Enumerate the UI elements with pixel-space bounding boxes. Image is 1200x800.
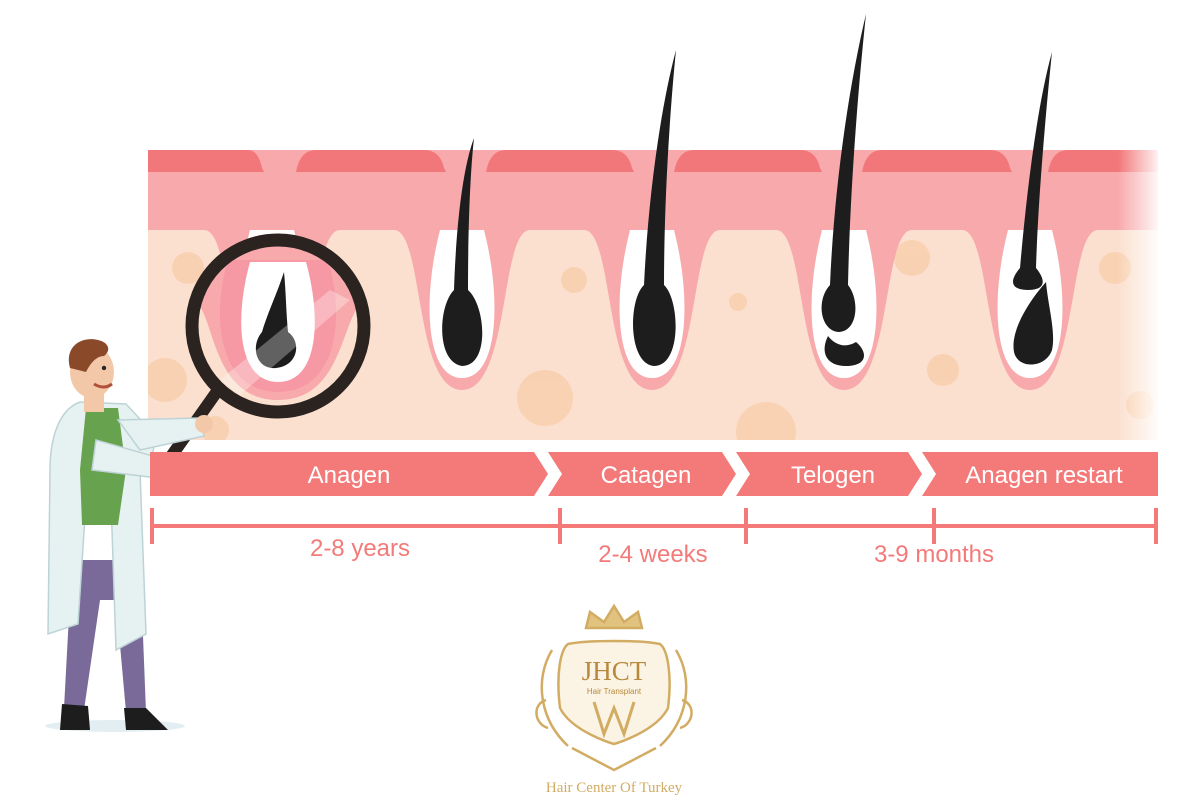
brand-logo: JHCT Hair Transplant Hair Center Of Turk… (535, 603, 693, 796)
brand-subtitle: Hair Transplant (587, 687, 642, 696)
brand-letters: JHCT (582, 656, 647, 686)
dermis-spots (148, 240, 1154, 440)
phase-band: Anagen Catagen Telogen Anagen restart (150, 452, 1158, 496)
hair-anagen-restart-new (1013, 282, 1054, 365)
hair-catagen (442, 138, 483, 366)
duration-label-3: 3-9 months (874, 541, 994, 568)
magnifying-glass-icon (159, 233, 371, 471)
hair-anagen-restart (1013, 52, 1052, 290)
hair-strands (442, 14, 1054, 366)
doctor-figure (45, 339, 213, 732)
phase-arrow-1 (150, 452, 548, 496)
hair-telogen-long (821, 14, 866, 332)
phase-label-2: Catagen (601, 462, 692, 489)
duration-scale: 2-8 years 2-4 weeks 3-9 months (150, 508, 1158, 568)
phase-arrow-4 (922, 452, 1158, 496)
crest-emblem (535, 603, 693, 772)
duration-label-2: 2-4 weeks (598, 541, 707, 568)
phase-arrow-3 (736, 452, 922, 496)
hair-telogen (633, 50, 676, 366)
phase-label-1: Anagen (308, 462, 391, 489)
duration-label-1: 2-8 years (310, 535, 410, 562)
hair-anagen-new-sprout (824, 336, 865, 366)
phase-label-3: Telogen (791, 462, 875, 489)
phase-arrow-2 (548, 452, 736, 496)
brand-name: Hair Center Of Turkey (546, 780, 683, 796)
phase-label-4: Anagen restart (965, 462, 1123, 489)
skin-surface (148, 150, 1158, 172)
